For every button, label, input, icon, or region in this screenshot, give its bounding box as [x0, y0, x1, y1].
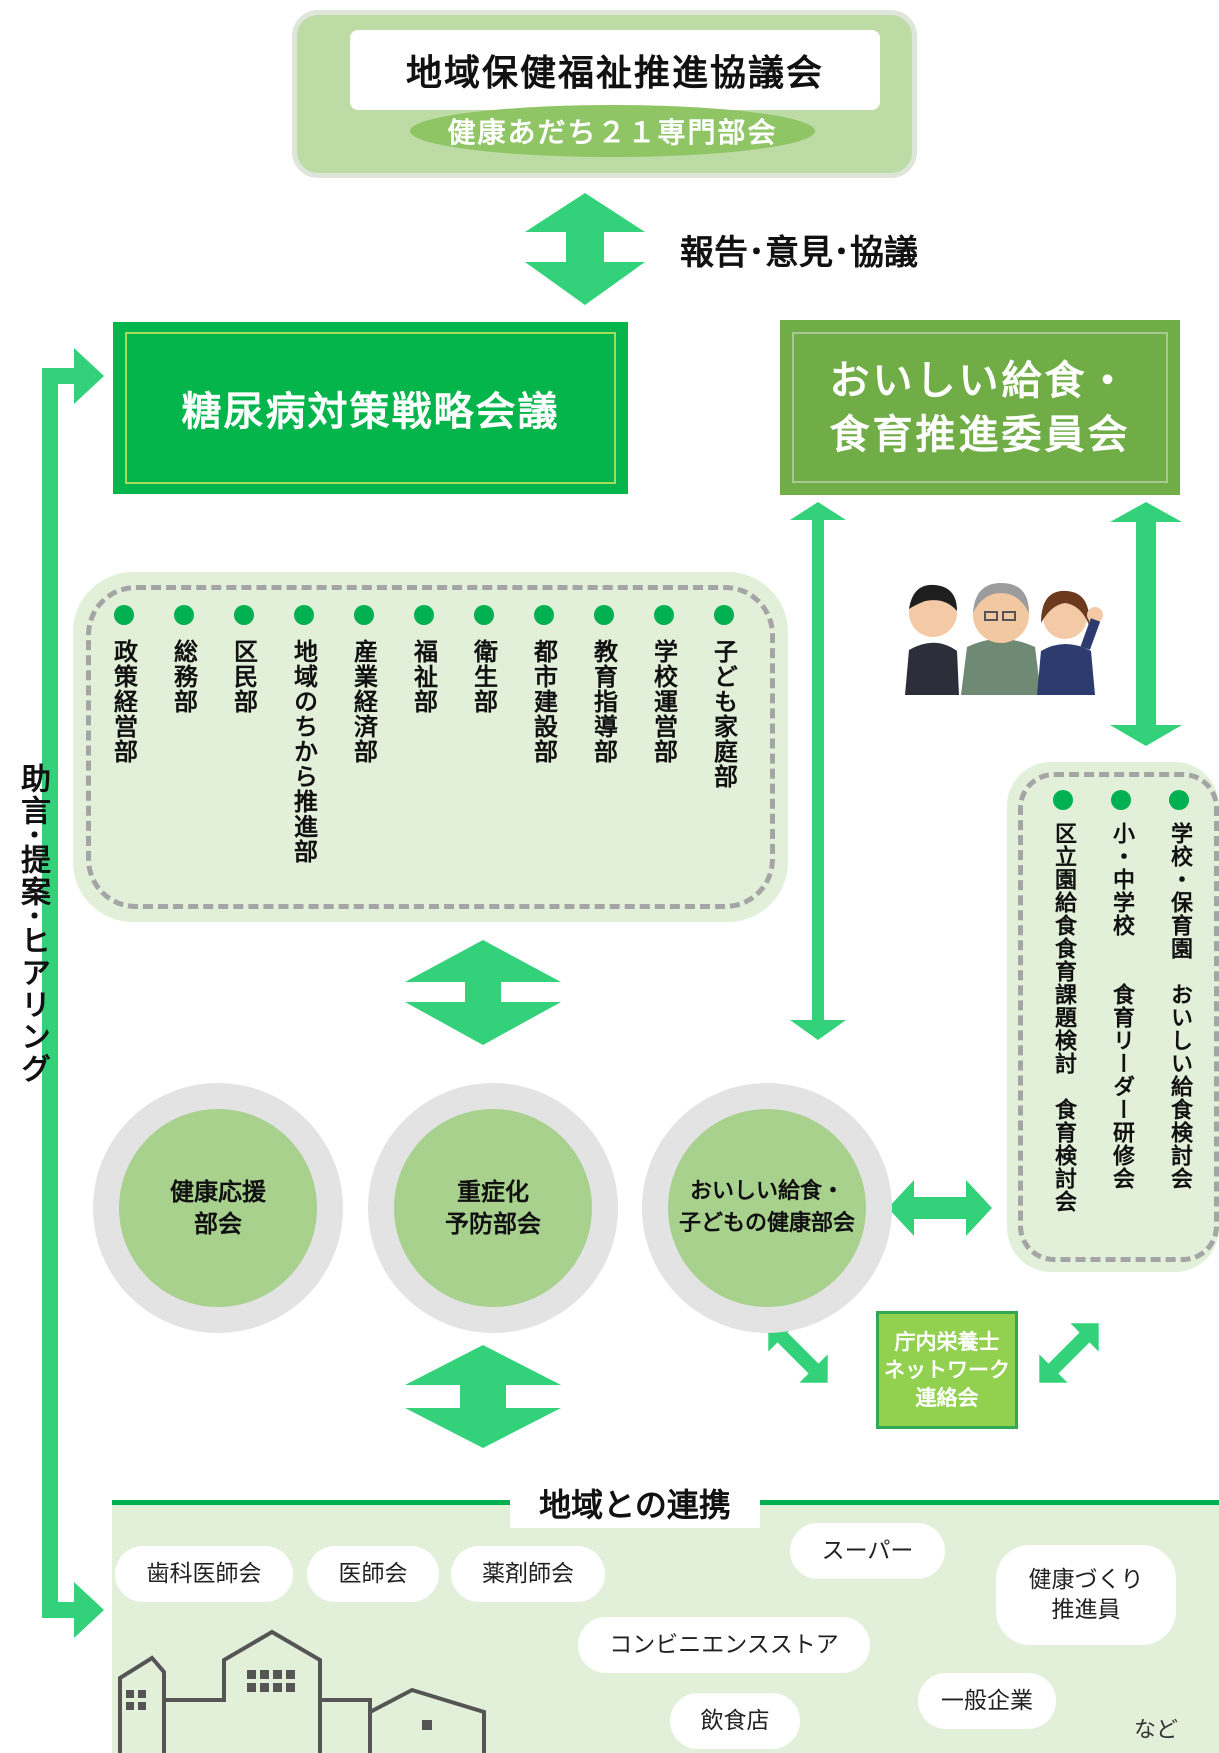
- advice-line: [42, 368, 58, 1618]
- school-dashed-border: [1018, 772, 1219, 1262]
- bullet-icon: [594, 605, 614, 625]
- dept-item: 区民部: [229, 605, 259, 714]
- bullet-icon: [534, 605, 554, 625]
- school-item: 区立園給食食育課題検討 食育検討会: [1048, 790, 1078, 1213]
- school-item-label: 小・中学校 食育リーダー研修会: [1109, 822, 1134, 1190]
- subcommittee-circle: 健康応援部会: [93, 1083, 343, 1333]
- dept-label: 総務部: [169, 639, 198, 714]
- lunch-committee-label: おいしい給食・ 食育推進委員会: [792, 332, 1168, 483]
- top-double-arrow: [525, 193, 645, 305]
- departments-dashed-border: [86, 585, 775, 909]
- dept-label: 産業経済部: [349, 639, 378, 764]
- bullet-icon: [714, 605, 734, 625]
- partner-pill: 歯科医師会: [115, 1546, 293, 1602]
- dept-item: 学校運営部: [649, 605, 679, 764]
- dept-item: 教育指導部: [589, 605, 619, 764]
- council-subtitle: 健康あだち２１専門部会: [410, 105, 815, 157]
- partner-pill: スーパー: [790, 1523, 945, 1579]
- dept-label: 都市建設部: [529, 639, 558, 764]
- lunch-right-arrow: [1110, 502, 1182, 746]
- diabetes-meeting-label: 糖尿病対策戦略会議: [125, 332, 616, 484]
- dept-item: 都市建設部: [529, 605, 559, 764]
- council-title: 地域保健福祉推進協議会: [350, 30, 880, 110]
- bullet-icon: [1053, 790, 1073, 810]
- partner-pill: 一般企業: [918, 1673, 1056, 1729]
- dept-label: 政策経営部: [109, 639, 138, 764]
- bullet-icon: [474, 605, 494, 625]
- departments-panel: [73, 572, 788, 922]
- bullet-icon: [294, 605, 314, 625]
- bullet-icon: [414, 605, 434, 625]
- lunch-committee-line2: 食育推進委員会: [829, 411, 1131, 458]
- horizontal-double-arrow: [888, 1180, 992, 1236]
- partner-pill: 飲食店: [670, 1693, 800, 1749]
- bullet-icon: [114, 605, 134, 625]
- nutrition-line2: ネットワーク: [884, 1358, 1010, 1382]
- nutrition-line3: 連絡会: [915, 1386, 979, 1410]
- school-item: 小・中学校 食育リーダー研修会: [1106, 790, 1136, 1190]
- report-label: 報告･意見･協議: [680, 233, 918, 273]
- houses-icon: [118, 1629, 486, 1753]
- lunch-committee-line1: おいしい給食・: [829, 357, 1131, 404]
- bullet-icon: [1169, 790, 1189, 810]
- partner-pill: 医師会: [307, 1546, 439, 1602]
- bottom-double-arrow: [405, 1345, 561, 1448]
- subcommittee-circle: 重症化予防部会: [368, 1083, 618, 1333]
- dept-label: 衛生部: [469, 639, 498, 714]
- dept-item: 衛生部: [469, 605, 499, 714]
- subcommittee-circle: おいしい給食・子どもの健康部会: [642, 1083, 892, 1333]
- dept-label: 区民部: [229, 639, 258, 714]
- bullet-icon: [174, 605, 194, 625]
- dept-item: 政策経営部: [109, 605, 139, 764]
- subcommittee-label: おいしい給食・子どもの健康部会: [668, 1109, 866, 1307]
- school-item: 学校・保育園 おいしい給食検討会: [1164, 790, 1194, 1190]
- nutrition-network-box: 庁内栄養士ネットワーク連絡会: [876, 1311, 1018, 1429]
- dept-label: 教育指導部: [589, 639, 618, 764]
- school-item-label: 区立園給食食育課題検討 食育検討会: [1051, 822, 1076, 1213]
- bullet-icon: [1111, 790, 1131, 810]
- dept-item: 総務部: [169, 605, 199, 714]
- dept-item: 子ども家庭部: [709, 605, 739, 789]
- bullet-icon: [654, 605, 674, 625]
- advice-label: 助言･提案･ヒアリング: [15, 763, 50, 1085]
- health-promoter-pill: 健康づくり推進員: [996, 1545, 1176, 1645]
- partner-pill: 薬剤師会: [451, 1546, 605, 1602]
- dept-item: 地域のちから推進部: [289, 605, 319, 864]
- bullet-icon: [354, 605, 374, 625]
- nutrition-line1: 庁内栄養士: [894, 1330, 1000, 1354]
- dept-double-arrow: [405, 940, 561, 1045]
- school-item-label: 学校・保育園 おいしい給食検討会: [1167, 822, 1192, 1190]
- region-title: 地域との連携: [510, 1478, 760, 1528]
- dept-label: 子ども家庭部: [709, 639, 738, 789]
- school-panel: [1007, 762, 1219, 1272]
- dept-label: 地域のちから推進部: [289, 639, 318, 864]
- lunch-left-arrow: [790, 502, 846, 1040]
- partner-pill: コンビニエンスストア: [578, 1617, 870, 1673]
- etc-label: など: [1134, 1718, 1179, 1743]
- dept-item: 福祉部: [409, 605, 439, 714]
- dept-label: 福祉部: [409, 639, 438, 714]
- dept-label: 学校運営部: [649, 639, 678, 764]
- subcommittee-label: 重症化予防部会: [394, 1109, 592, 1307]
- subcommittee-label: 健康応援部会: [119, 1109, 317, 1307]
- bullet-icon: [234, 605, 254, 625]
- people-illustration-icon: [905, 583, 1103, 695]
- lunch-committee-box: [780, 320, 1180, 495]
- diabetes-meeting-box: [113, 322, 628, 494]
- dept-item: 産業経済部: [349, 605, 379, 764]
